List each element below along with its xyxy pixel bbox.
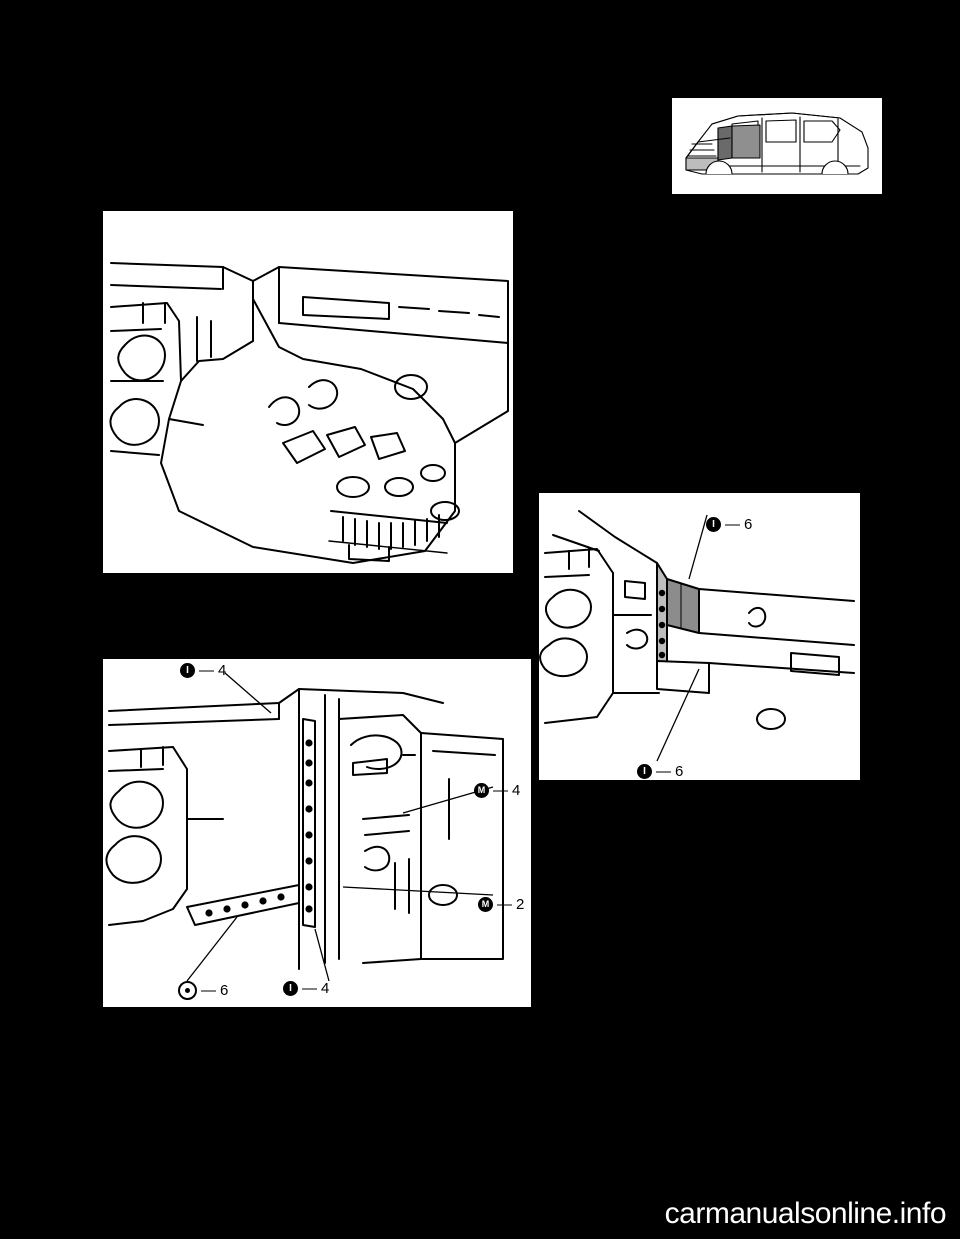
site-watermark: carmanualsonline.info [664, 1197, 947, 1230]
callout-cowl-mig-4: M — 4 [474, 783, 520, 798]
plug-weld-icon: I [283, 981, 298, 996]
callout-count: 6 [744, 516, 753, 533]
cowl-panel-assembly-illustration [103, 211, 513, 573]
callout-dash: — [656, 763, 671, 780]
callout-dash: — [199, 662, 214, 679]
spot-weld-icon [178, 981, 197, 1000]
side-rail-weld-points-illustration [539, 493, 860, 780]
callout-count: 4 [512, 782, 521, 799]
callout-rail-top: I — 6 [706, 517, 752, 532]
plug-weld-icon: I [637, 764, 652, 779]
callout-dash: — [497, 896, 512, 913]
mig-weld-icon: M [478, 897, 493, 912]
cowl-weld-points-illustration [103, 659, 531, 1007]
callout-cowl-plug-4: I — 4 [283, 981, 329, 996]
callout-count: 2 [516, 896, 525, 913]
callout-dash: — [493, 782, 508, 799]
callout-cowl-top: I — 4 [180, 663, 226, 678]
callout-cowl-mig-2: M — 2 [478, 897, 524, 912]
plug-weld-icon: I [706, 517, 721, 532]
callout-count: 6 [675, 763, 684, 780]
callout-cowl-spot-6: — 6 [178, 981, 228, 1000]
callout-dash: — [302, 980, 317, 997]
plug-weld-icon: I [180, 663, 195, 678]
vehicle-body-key-illustration [672, 98, 882, 194]
callout-dash: — [201, 982, 216, 999]
callout-rail-bottom: I — 6 [637, 764, 683, 779]
callout-count: 4 [321, 980, 330, 997]
callout-dash: — [725, 516, 740, 533]
callout-count: 4 [218, 662, 227, 679]
mig-weld-icon: M [474, 783, 489, 798]
callout-count: 6 [220, 982, 229, 999]
